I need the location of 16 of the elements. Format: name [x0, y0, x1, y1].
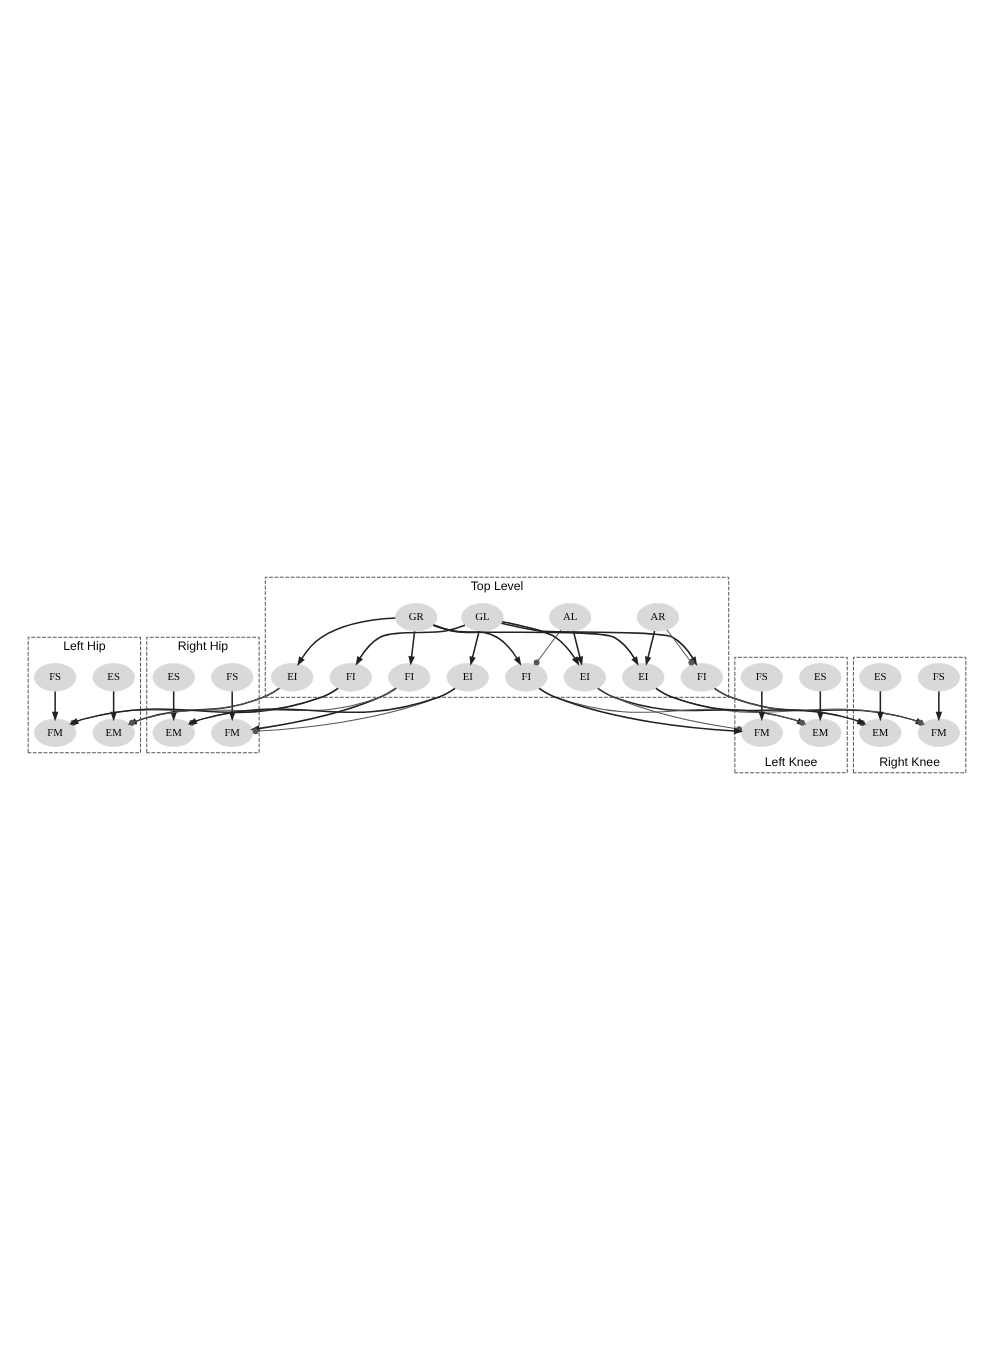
- arrow: [645, 630, 656, 666]
- arrow: [572, 630, 583, 666]
- arrow: [432, 624, 522, 666]
- arrow: [51, 690, 59, 722]
- arrow: [758, 690, 766, 722]
- arrow: [355, 624, 466, 666]
- arrow: [432, 624, 639, 666]
- arrow: [877, 690, 884, 722]
- arrow: [501, 620, 580, 666]
- arrow: [935, 690, 943, 722]
- connector: [533, 629, 562, 666]
- connector: [666, 629, 695, 666]
- arrow: [817, 690, 824, 722]
- arrow: [297, 617, 397, 666]
- arrow: [469, 630, 480, 666]
- arrow: [408, 630, 416, 666]
